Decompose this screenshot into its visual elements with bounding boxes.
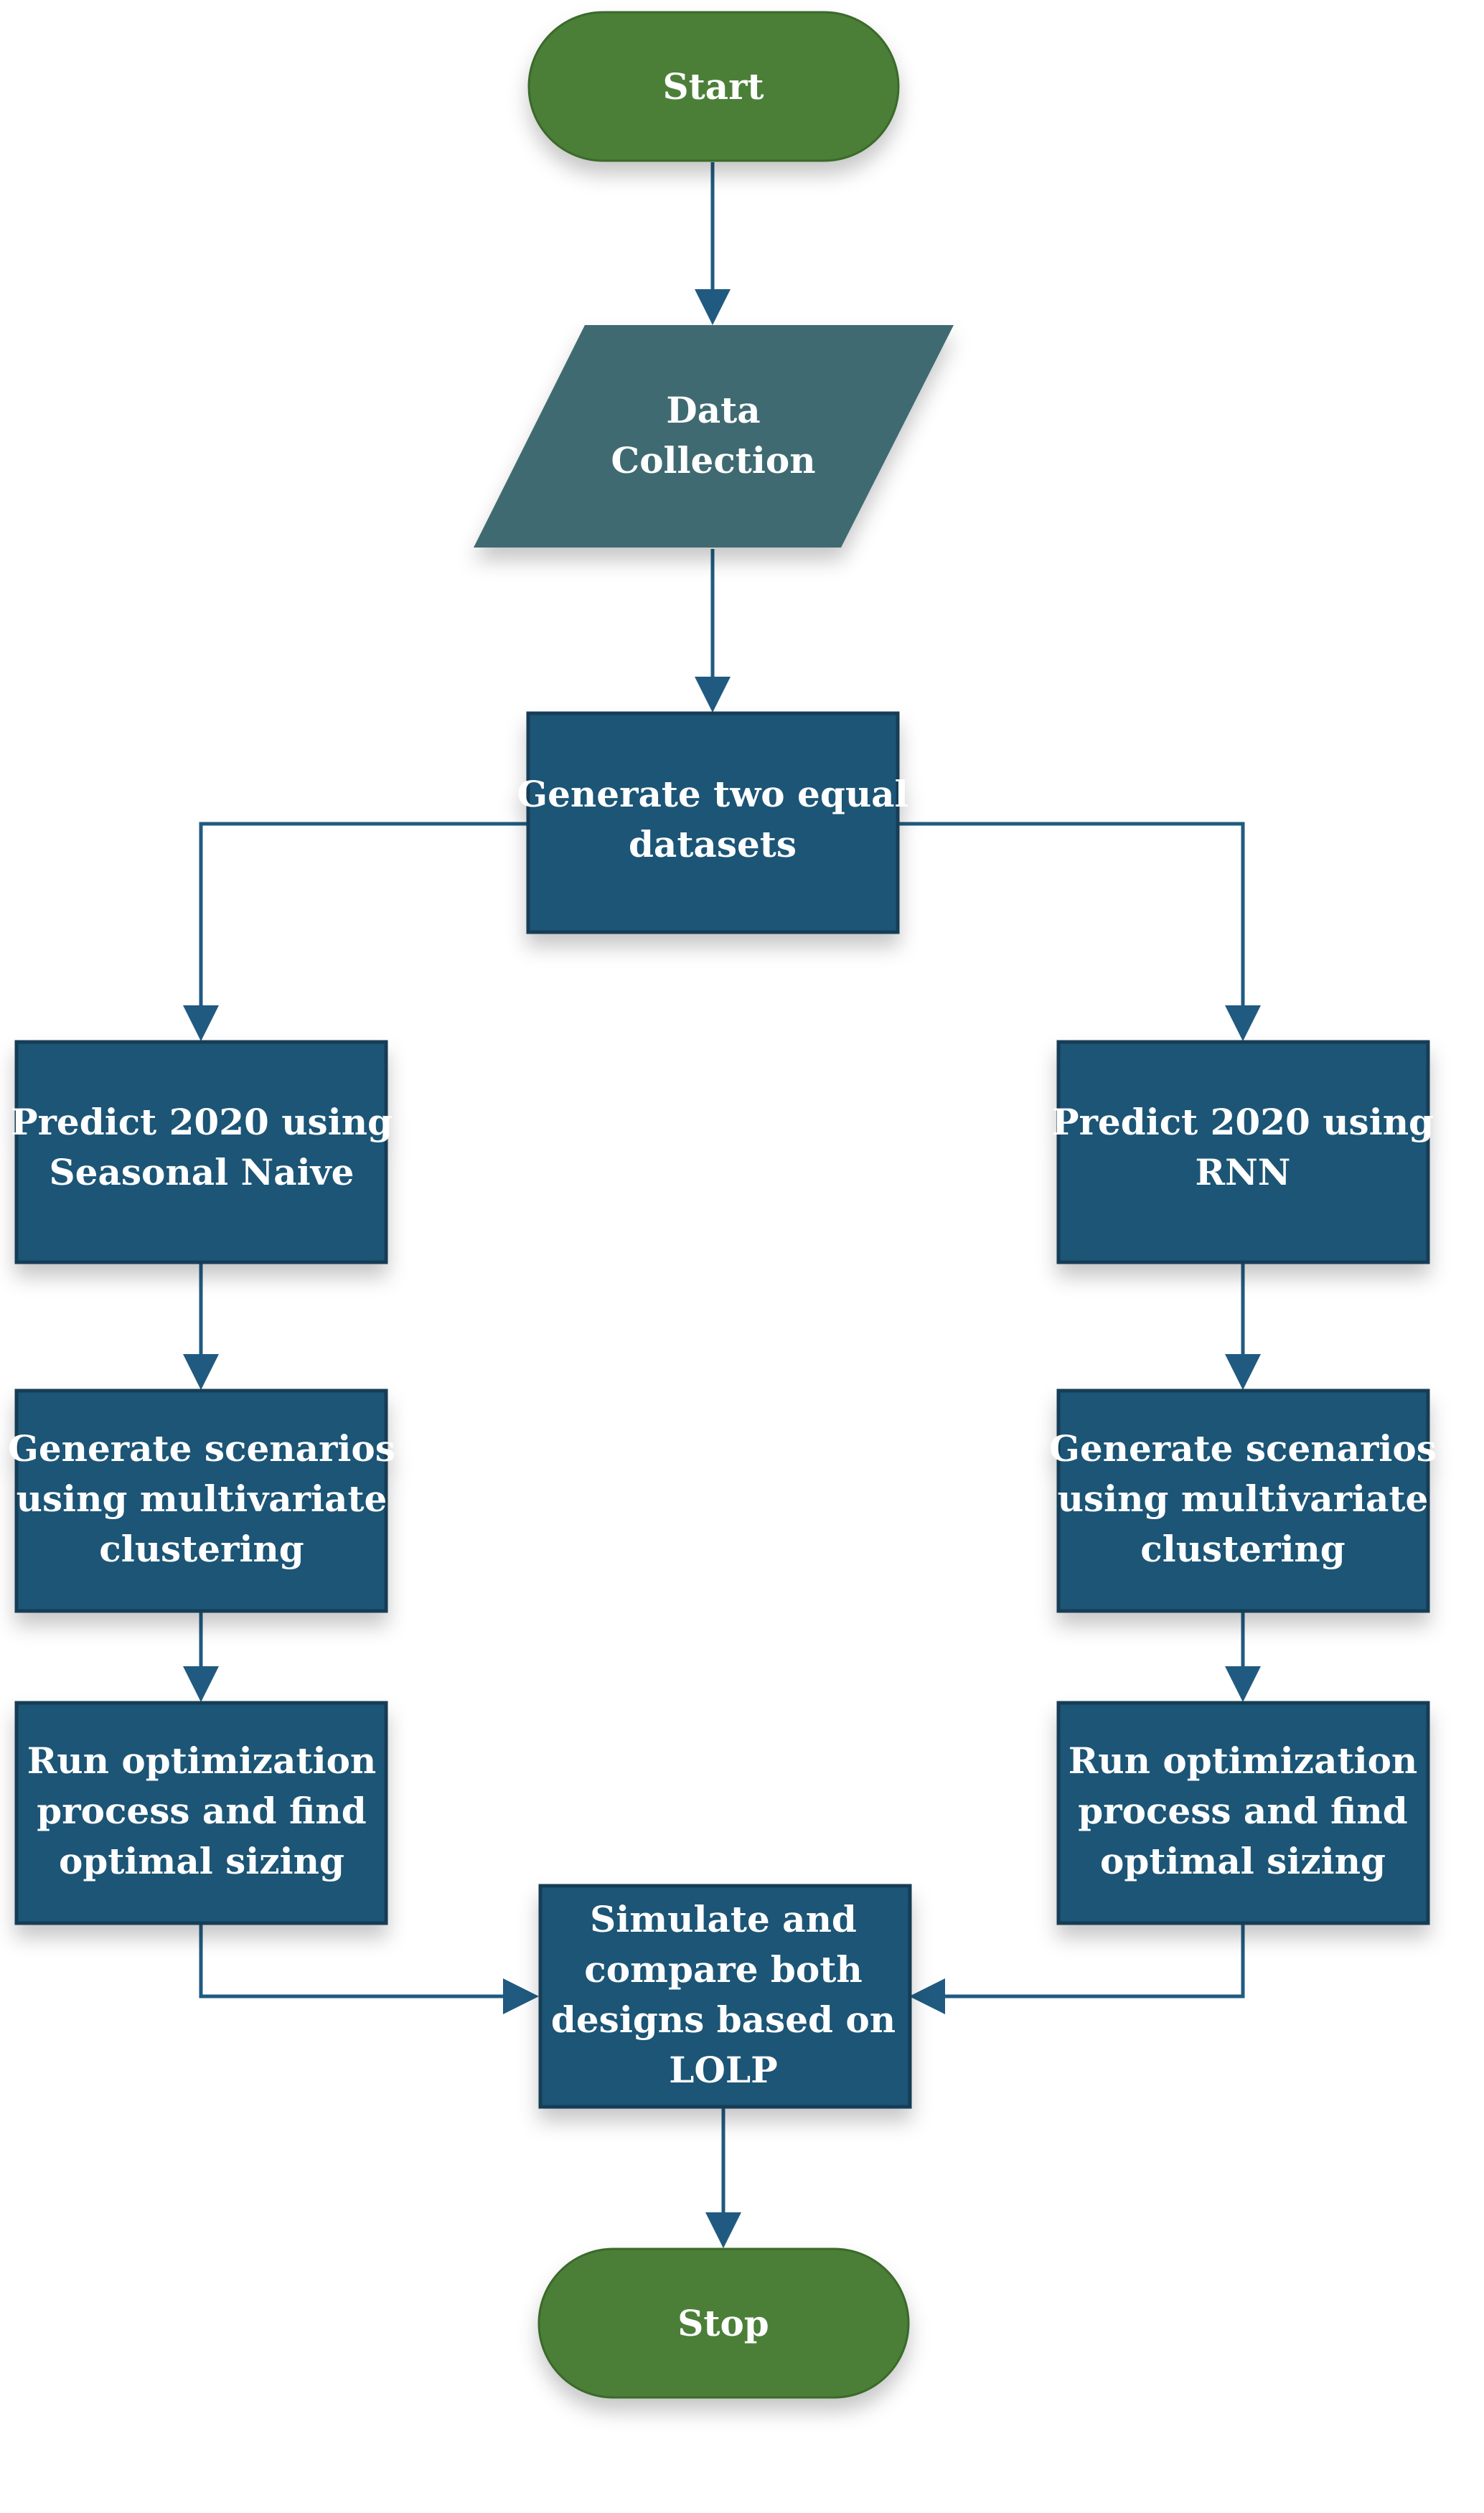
scenarios-left-box <box>14 1389 388 1613</box>
simulate-compare-label-line-4: LOLP <box>669 2049 777 2091</box>
predict-seasonal-naive-label-line-1: Predict 2020 using <box>11 1101 393 1143</box>
data-collection-label-line-1: Data <box>666 389 760 431</box>
optimization-left-node: Run optimization process and find optima… <box>14 1701 388 1925</box>
predict-rnn-node: Predict 2020 using RNN <box>1052 1040 1434 1264</box>
scenarios-left-label-line-1: Generate scenarios <box>8 1427 395 1470</box>
scenarios-right-box <box>1056 1389 1430 1613</box>
generate-datasets-node: Generate two equal datasets <box>517 711 908 934</box>
scenarios-right-label-line-3: clustering <box>1140 1528 1346 1570</box>
simulate-compare-label-line-3: designs based on <box>551 1998 896 2041</box>
scenarios-left-label-line-3: clustering <box>99 1528 304 1570</box>
generate-datasets-label-line-1: Generate two equal <box>517 773 908 815</box>
optimization-left-box <box>14 1701 388 1925</box>
simulate-compare-label-line-2: compare both <box>584 1948 862 1991</box>
stop-node: Stop <box>537 2247 910 2399</box>
scenarios-right-label-line-2: using multivariate <box>1058 1478 1429 1520</box>
optimization-right-box <box>1056 1701 1430 1925</box>
predict-seasonal-naive-node: Predict 2020 using Seasonal Naive <box>11 1040 393 1264</box>
connectors <box>183 162 1261 2248</box>
scenarios-right-node: Generate scenarios using multivariate cl… <box>1049 1389 1437 1613</box>
optimization-right-node: Run optimization process and find optima… <box>1056 1701 1430 1925</box>
data-collection-node: Data Collection <box>474 325 954 548</box>
simulate-compare-box <box>538 1884 912 2109</box>
edge-optimization-left-to-simulate-compare <box>199 1925 539 2014</box>
optimization-left-label-line-2: process and find <box>37 1790 366 1832</box>
predict-seasonal-naive-label-line-2: Seasonal Naive <box>50 1151 354 1193</box>
edge-optimization-right-to-simulate-compare <box>909 1925 1245 2014</box>
start-node: Start <box>527 11 900 162</box>
start-terminal-shape <box>527 11 900 162</box>
predict-seasonal-naive-box <box>14 1040 388 1264</box>
generate-datasets-box <box>526 711 900 934</box>
stop-terminal-shape <box>537 2247 910 2399</box>
scenarios-right-label-line-1: Generate scenarios <box>1049 1427 1437 1470</box>
scenarios-left-node: Generate scenarios using multivariate cl… <box>8 1389 395 1613</box>
simulate-compare-node: Simulate and compare both designs based … <box>538 1884 912 2109</box>
data-collection-io-shape <box>474 325 954 548</box>
data-collection-label-line-2: Collection <box>611 439 815 482</box>
optimization-right-label-line-2: process and find <box>1078 1790 1407 1832</box>
generate-datasets-label-line-2: datasets <box>629 823 797 865</box>
stop-label: Stop <box>677 2302 769 2344</box>
scenarios-left-label-line-2: using multivariate <box>17 1478 388 1520</box>
edge-generate-datasets-to-predict-seasonal-naive <box>183 822 528 1041</box>
predict-rnn-label-line-2: RNN <box>1196 1151 1291 1193</box>
optimization-right-label-line-1: Run optimization <box>1069 1739 1418 1782</box>
optimization-left-label-line-3: optimal sizing <box>59 1840 344 1882</box>
predict-rnn-box <box>1056 1040 1430 1264</box>
simulate-compare-label-line-1: Simulate and <box>590 1898 857 1940</box>
start-label: Start <box>662 65 764 108</box>
optimization-right-label-line-3: optimal sizing <box>1100 1840 1386 1882</box>
optimization-left-label-line-1: Run optimization <box>27 1739 377 1782</box>
predict-rnn-label-line-1: Predict 2020 using <box>1052 1101 1434 1143</box>
edge-generate-datasets-to-predict-rnn <box>898 822 1261 1041</box>
